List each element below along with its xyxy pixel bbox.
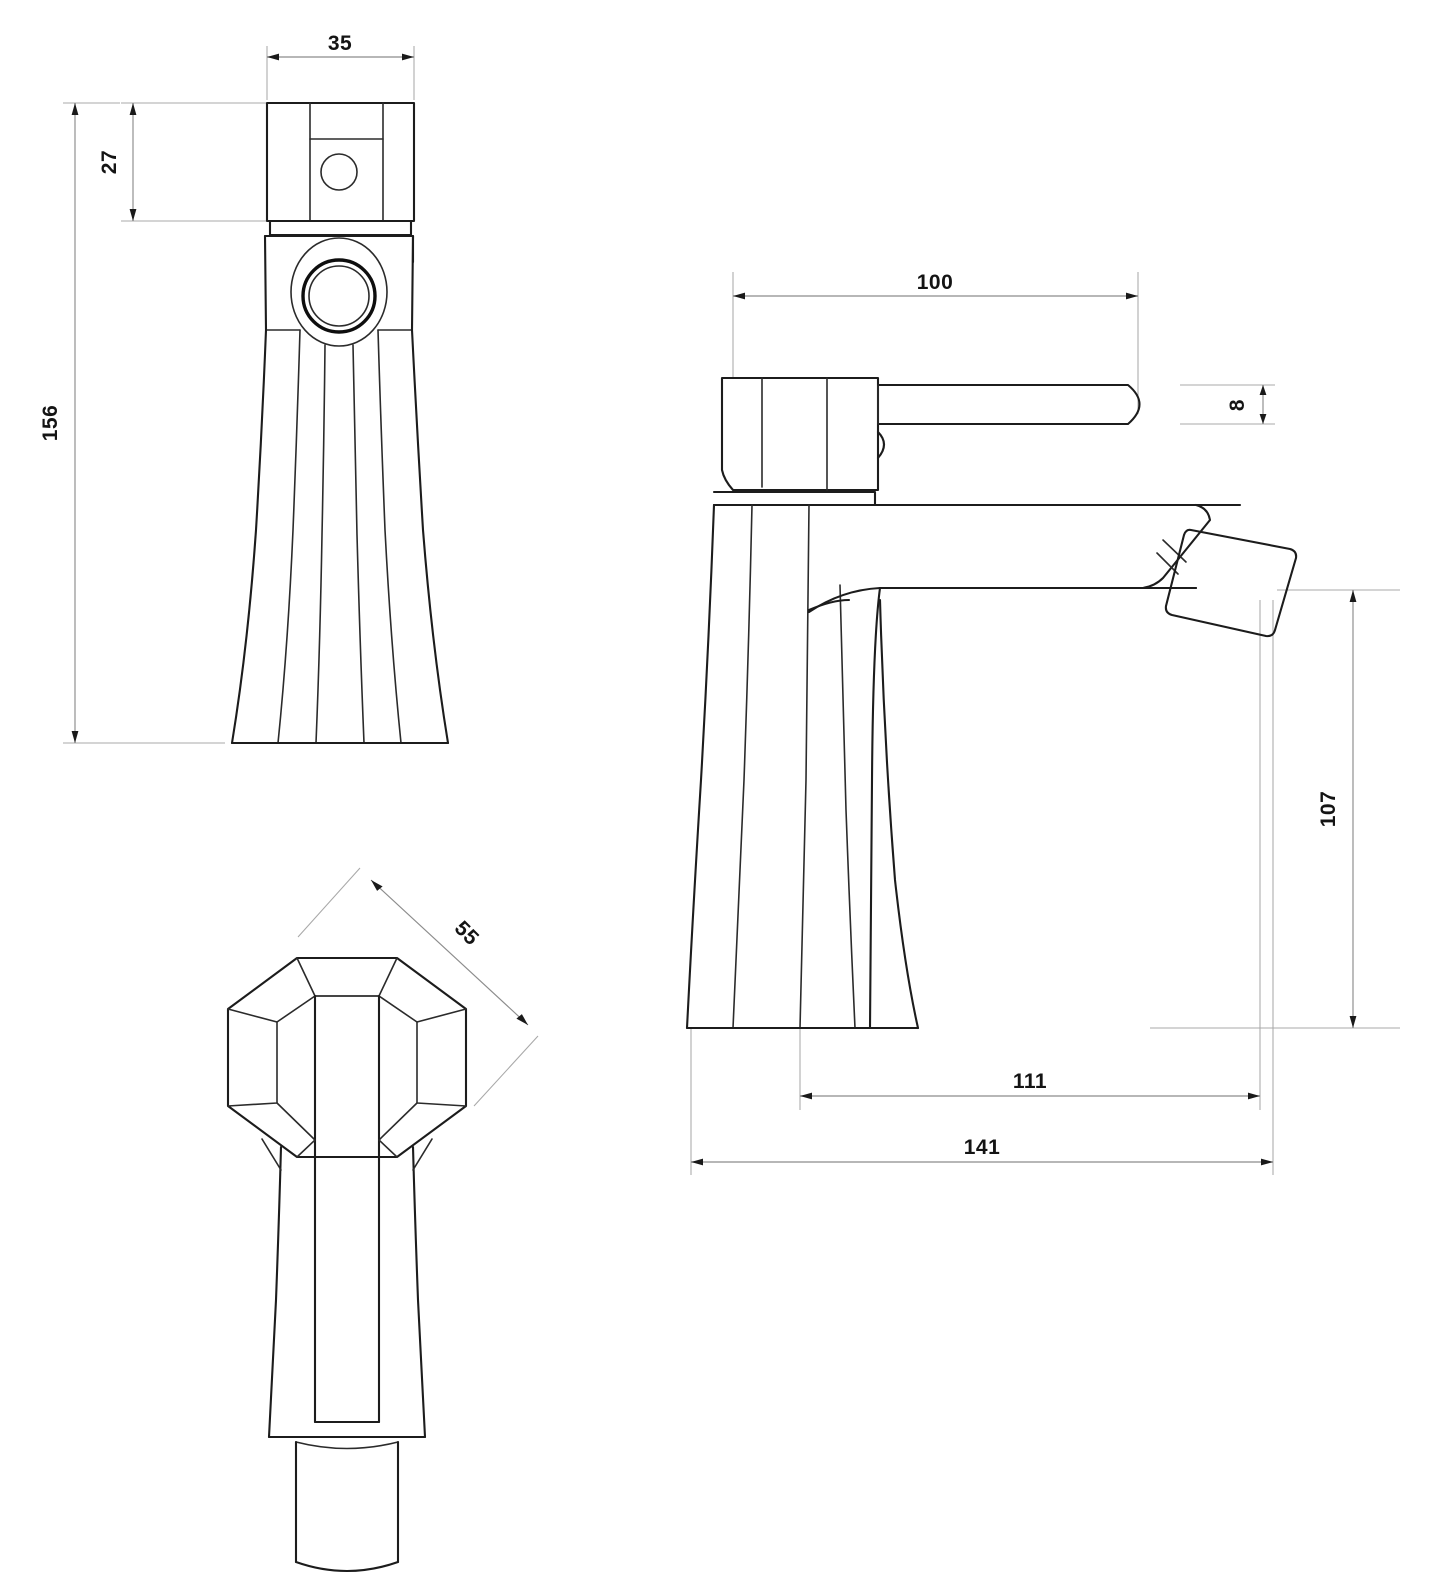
- dimension-35-label: 35: [328, 32, 352, 55]
- plan-facets: [227, 957, 467, 1424]
- dimension-156-label: 156: [39, 405, 62, 442]
- front-spout-body: [263, 234, 415, 347]
- front-collar: [268, 219, 413, 237]
- dimension-35: 35: [266, 32, 415, 100]
- side-handle-block: [720, 376, 886, 492]
- aerator-ring-inner: [308, 265, 370, 327]
- front-cap-block: [265, 101, 416, 223]
- dimension-107: 107: [1150, 589, 1400, 1029]
- dimension-55-label: 55: [450, 917, 483, 950]
- side-view: 100 8 107 111: [685, 271, 1400, 1175]
- plan-shank: [294, 1440, 400, 1572]
- dimension-141: 141: [690, 600, 1274, 1175]
- dimension-156: 156: [39, 102, 225, 744]
- dimension-100: 100: [732, 271, 1139, 414]
- plan-tapered-body: [261, 1138, 433, 1439]
- side-aerator-head: [1141, 503, 1298, 638]
- front-tapered-column: [230, 328, 450, 745]
- grub-screw-hole: [320, 153, 358, 191]
- dimension-141-label: 141: [964, 1136, 1001, 1159]
- dimension-100-label: 100: [917, 271, 954, 294]
- aerator-ring-outer: [301, 258, 377, 334]
- dimension-27: 27: [98, 102, 267, 222]
- dimension-111-label: 111: [1013, 1070, 1047, 1093]
- plan-octagon-outline: [226, 956, 468, 1159]
- side-lever-arm: [876, 383, 1141, 426]
- dimension-27-label: 27: [98, 150, 121, 174]
- dimension-107-label: 107: [1317, 791, 1340, 828]
- plan-view: 55: [226, 867, 539, 1572]
- dimension-111: 111: [799, 600, 1261, 1110]
- dimension-8: 8: [1180, 384, 1275, 425]
- aerator-housing: [290, 237, 388, 347]
- dimension-8-label: 8: [1226, 399, 1249, 411]
- side-body-and-spout: [685, 503, 1242, 1030]
- side-collar: [712, 490, 877, 507]
- dimension-55: 55: [297, 867, 539, 1107]
- front-view: 35 27 156: [39, 32, 450, 745]
